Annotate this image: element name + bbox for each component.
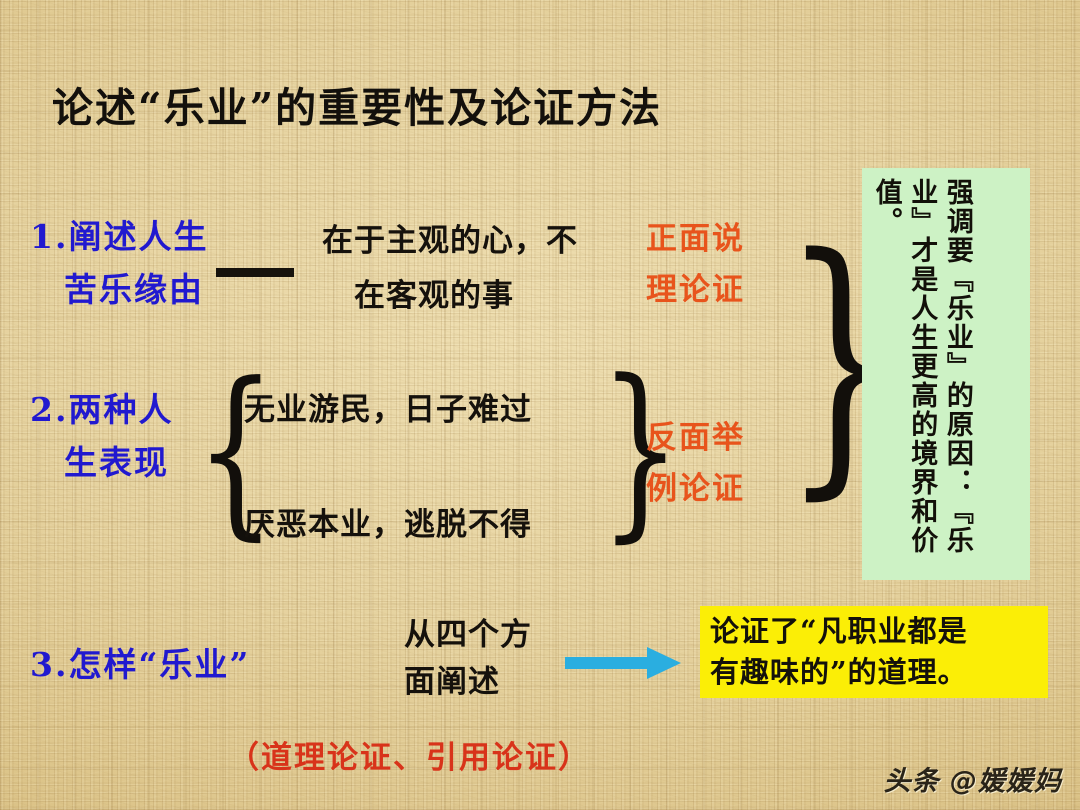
green-summary-text: 强调要『乐业』的原因：『乐业』才是人生更高的境界和价值。 — [870, 178, 973, 555]
yellow-conclusion-line1: 论证了“凡职业都是 — [710, 613, 968, 648]
outline-item-2-method-label: 反面举 例论证 — [646, 413, 745, 516]
page-title: 论述“乐业”的重要性及论证方法 — [52, 84, 663, 132]
outline-item-3-detail-line2: 面阐述 — [404, 664, 500, 701]
yellow-conclusion-line2: 有趣味的”的道理。 — [710, 655, 968, 689]
outline-item-1-heading-line2: 苦乐缘由 — [64, 270, 204, 310]
outline-item-1-heading-line1: 阐述人生 — [68, 217, 209, 256]
outline-item-2-heading: 2.两种人 生表现 — [30, 383, 173, 490]
outline-item-3-detail-line1: 从四个方 — [404, 617, 532, 653]
outline-item-1-detail: 在于主观的心，不 在客观的事 — [322, 214, 578, 324]
outline-item-2-heading-line2: 生表现 — [64, 443, 169, 483]
brace-left-item2-icon: { — [195, 344, 277, 558]
outline-item-3-heading: 3.怎样“乐业” — [30, 638, 250, 691]
connector-rule-item1 — [216, 268, 294, 277]
outline-item-1-detail-line2: 在客观的事 — [354, 278, 514, 315]
outline-item-2-number: 2. — [30, 390, 69, 429]
right-arrow-icon — [565, 647, 681, 679]
outline-item-2-detail-line2: 厌恶本业，逃脱不得 — [244, 507, 532, 543]
brace-right-item2-icon: } — [599, 339, 682, 560]
bottom-note: （道理论证、引用论证） — [228, 740, 591, 776]
outline-item-3-detail: 从四个方 面阐述 — [404, 612, 532, 706]
outline-item-1-method-line1: 正面说 — [646, 221, 745, 257]
outline-item-1-heading: 1.阐述人生 苦乐缘由 — [30, 210, 208, 317]
watermark: 头条 @媛媛妈 — [883, 766, 1062, 797]
outline-item-2-method-line1: 反面举 — [646, 420, 745, 456]
outline-item-2-detail-line1: 无业游民，日子难过 — [244, 392, 532, 428]
outline-item-1-number: 1. — [30, 217, 69, 256]
outline-item-2-method-line2: 例论证 — [646, 471, 745, 508]
outline-item-1-method-label: 正面说 理论证 — [646, 214, 745, 317]
outline-item-1-method-line2: 理论证 — [646, 272, 745, 309]
outline-item-1-detail-line1: 在于主观的心，不 — [322, 223, 578, 259]
outline-item-3-heading-text: 怎样“乐业” — [68, 645, 251, 684]
outline-item-3-number: 3. — [30, 645, 69, 684]
yellow-conclusion-box: 论证了“凡职业都是 有趣味的”的道理。 — [700, 606, 1048, 698]
outline-item-2-heading-line1: 两种人 — [68, 390, 174, 429]
green-summary-box: 强调要『乐业』的原因：『乐业』才是人生更高的境界和价值。 — [862, 168, 1030, 580]
